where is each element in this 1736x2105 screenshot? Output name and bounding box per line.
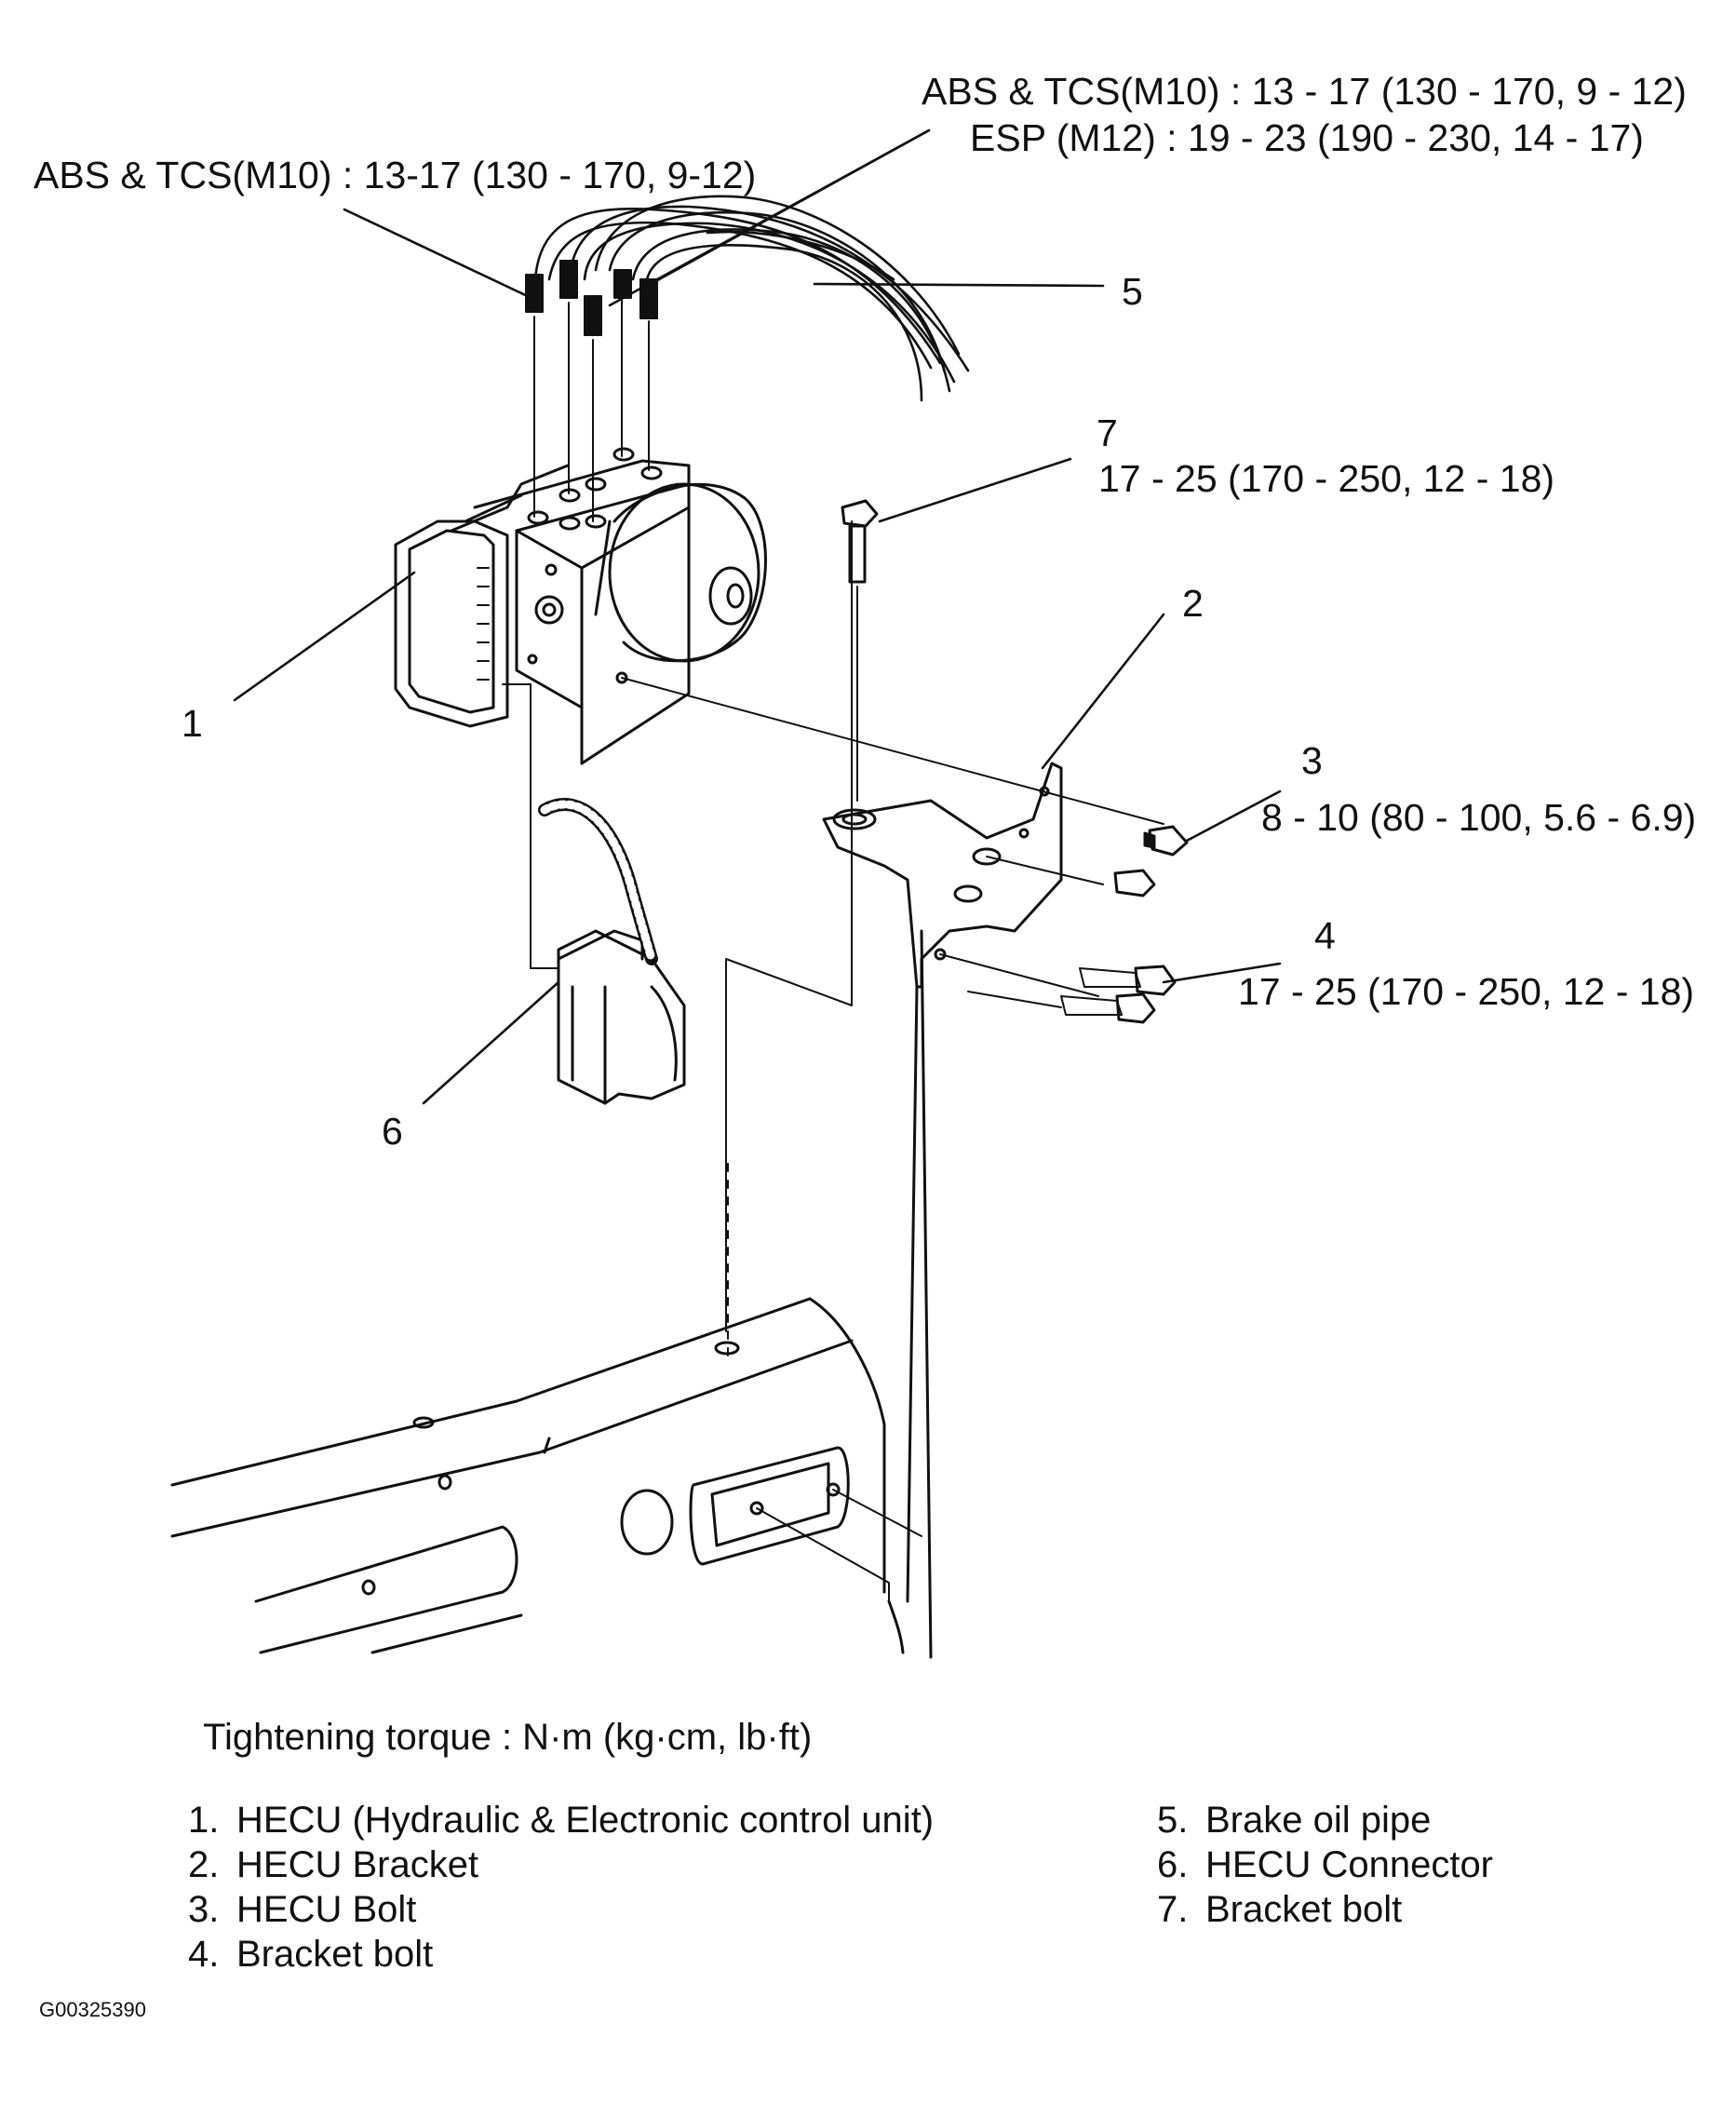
torque-units-note: Tightening torque : N·m (kg·cm, lb·ft) [203,1717,813,1758]
torque-callout-top-line1: ABS & TCS(M10) : 13 - 17 (130 - 170, 9 -… [922,70,1687,113]
legend-label: Brake oil pipe [1205,1800,1432,1841]
part-number-7: 7 [1097,412,1118,454]
legend-num: 2. [188,1844,220,1885]
figure-code: G00325390 [39,1998,146,2021]
hecu-bolts [986,825,1189,897]
legend-label: HECU (Hydraulic & Electronic control uni… [236,1800,935,1841]
legend-label: HECU Bracket [236,1844,479,1885]
part-number-4: 4 [1314,914,1336,957]
legend-item-4: 4. Bracket bolt [188,1936,433,1973]
hecu-connector [538,798,686,1105]
legend-num: 3. [188,1889,220,1930]
legend-item-3: 3. HECU Bolt [188,1891,416,1928]
hecu-bracket [822,762,1063,1659]
part-number-1: 1 [182,702,203,745]
bracket-bolts [939,953,1177,1024]
hecu-guide-lines [502,520,1164,1360]
leader-lines [233,128,1282,1105]
vehicle-frame [170,1297,922,1654]
legend-num: 5. [1157,1800,1189,1841]
pipe-guide-lines [533,297,650,522]
torque-callout-3: 8 - 10 (80 - 100, 5.6 - 6.9) [1261,796,1697,839]
legend-item-6: 6. HECU Connector [1157,1846,1493,1883]
legend-item-7: 7. Bracket bolt [1157,1891,1402,1928]
legend-num: 4. [188,1934,220,1975]
legend-item-2: 2. HECU Bracket [188,1846,478,1883]
pipe-flare-nuts [525,260,658,336]
legend-item-1: 1. HECU (Hydraulic & Electronic control u… [188,1801,934,1839]
legend-label: HECU Bolt [236,1889,417,1930]
torque-callout-4: 17 - 25 (170 - 250, 12 - 18) [1238,970,1695,1013]
legend-num: 1. [188,1800,220,1841]
part-number-6: 6 [382,1110,403,1153]
torque-callout-7: 17 - 25 (170 - 250, 12 - 18) [1098,457,1555,500]
part-number-2: 2 [1182,582,1204,625]
legend-num: 7. [1157,1889,1189,1930]
part-number-3: 3 [1301,739,1323,782]
torque-callout-top-line2: ESP (M12) : 19 - 23 (190 - 230, 14 - 17) [970,116,1644,159]
legend-item-5: 5. Brake oil pipe [1157,1801,1431,1839]
legend-label: HECU Connector [1205,1844,1494,1885]
legend-label: Bracket bolt [236,1934,434,1975]
hecu-unit [394,447,767,765]
legend-label: Bracket bolt [1205,1889,1403,1930]
part-number-5: 5 [1122,270,1143,313]
brake-oil-pipes [533,195,970,402]
bracket-bolt-7 [841,499,879,802]
torque-callout-left: ABS & TCS(M10) : 13-17 (130 - 170, 9-12) [34,154,757,196]
legend-num: 6. [1157,1844,1189,1885]
